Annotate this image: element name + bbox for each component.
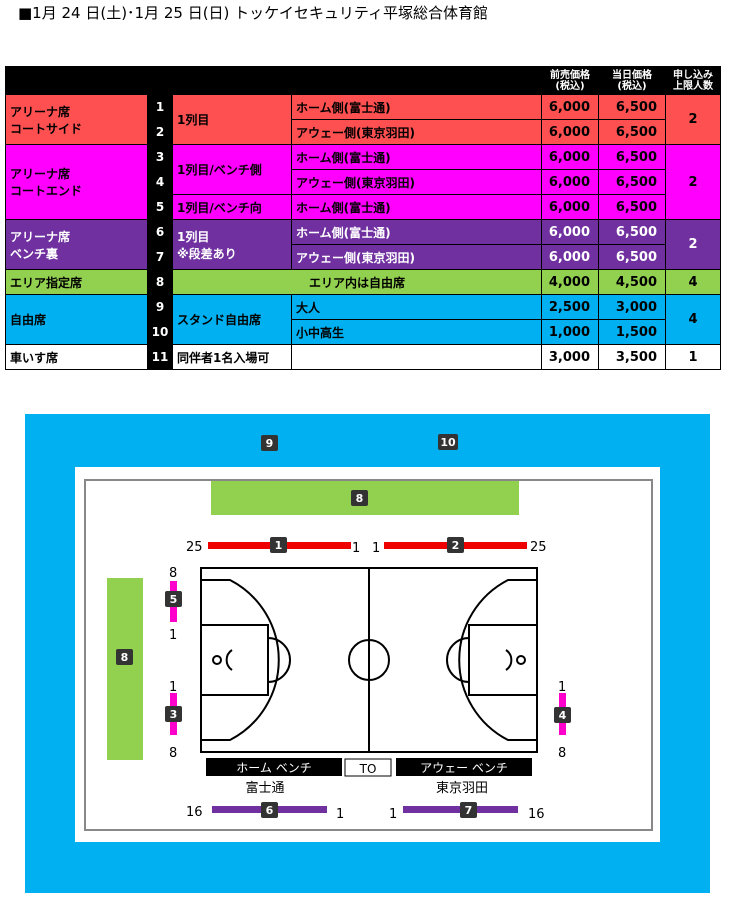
seat-name: 車いす席 [5, 344, 148, 370]
svg-text:1: 1 [169, 628, 177, 643]
svg-text:3: 3 [170, 708, 178, 721]
svg-text:25: 25 [186, 540, 203, 555]
presale-price: 6,000 [541, 244, 599, 270]
svg-text:5: 5 [170, 593, 178, 606]
svg-text:16: 16 [528, 807, 545, 822]
seat-desc: 同伴者1名入場可 [172, 344, 292, 370]
arena-outline [84, 479, 653, 831]
svg-text:ホーム ベンチ: ホーム ベンチ [236, 761, 311, 775]
dayof-price: 3,500 [598, 344, 666, 370]
table-officials [344, 758, 392, 777]
dayof-price: 4,500 [598, 269, 666, 295]
dayof-price: 6,500 [598, 144, 666, 170]
seat-price-table: 前売価格(税込) 当日価格(税込) 申し込み上限人数 アリーナ席コートサイド 1… [5, 66, 721, 370]
svg-text:2: 2 [452, 539, 460, 552]
presale-price: 1,000 [541, 319, 599, 345]
limit: 4 [665, 269, 721, 295]
svg-text:8: 8 [356, 492, 364, 505]
seat-number: 3 [147, 144, 173, 170]
basketball-court [200, 567, 538, 753]
seat-name: アリーナ席ベンチ裏 [5, 219, 148, 270]
seat-desc: スタンド自由席 [172, 294, 292, 345]
svg-text:6: 6 [266, 804, 274, 817]
arena-floor [75, 467, 660, 842]
svg-text:1: 1 [389, 807, 397, 822]
area-8-left [107, 578, 143, 760]
seat-side: 大人 [291, 294, 542, 320]
page-title: ■1月 24 日(土)･1月 25 日(日) トッケイセキュリティ平塚総合体育館 [18, 4, 488, 22]
seat-badge-9 [261, 435, 278, 451]
seat-desc: 1列目/ベンチ向 [172, 194, 292, 220]
seat-number: 6 [147, 219, 173, 245]
svg-text:東京羽田: 東京羽田 [436, 780, 488, 796]
svg-text:1: 1 [336, 807, 344, 822]
seat-number: 7 [147, 244, 173, 270]
presale-price: 6,000 [541, 194, 599, 220]
limit-header: 申し込み上限人数 [665, 66, 721, 95]
svg-text:1: 1 [558, 680, 566, 695]
presale-header: 前売価格(税込) [541, 66, 599, 95]
seat-desc: 1列目/ベンチ側 [172, 144, 292, 195]
seat-number: 4 [147, 169, 173, 195]
limit: 2 [665, 144, 721, 220]
svg-text:1: 1 [275, 539, 283, 552]
svg-text:TO: TO [359, 762, 377, 776]
table-row: アリーナ席コートサイド 1 1列目 ホーム側(富士通) 6,000 6,500 … [5, 94, 721, 145]
table-header: 前売価格(税込) 当日価格(税込) 申し込み上限人数 [5, 66, 721, 95]
svg-text:4: 4 [559, 709, 567, 722]
svg-text:7: 7 [465, 804, 473, 817]
svg-text:25: 25 [530, 540, 547, 555]
svg-text:1: 1 [372, 541, 380, 556]
seat-desc: 1列目 [172, 94, 292, 145]
svg-text:1: 1 [169, 680, 177, 695]
seat-name: アリーナ席コートサイド [5, 94, 148, 145]
svg-text:8: 8 [121, 651, 129, 664]
table-row: 車いす席 11 同伴者1名入場可 3,000 3,500 1 [5, 344, 721, 370]
table-row: アリーナ席コートエンド 3 1列目/ベンチ側 ホーム側(富士通) 6,000 6… [5, 144, 721, 220]
dayof-price: 1,500 [598, 319, 666, 345]
presale-price: 6,000 [541, 94, 599, 120]
dayof-price: 6,500 [598, 169, 666, 195]
svg-text:1: 1 [352, 541, 360, 556]
dayof-price: 6,500 [598, 119, 666, 145]
svg-text:富士通: 富士通 [245, 780, 284, 796]
svg-text:8: 8 [169, 746, 177, 761]
seat-side: ホーム側(富士通) [291, 194, 542, 220]
table-row: 自由席 9 スタンド自由席 大人 2,500 3,000 4 [5, 294, 721, 345]
limit: 4 [665, 294, 721, 345]
svg-text:8: 8 [169, 566, 177, 581]
seat-number: 9 [147, 294, 173, 320]
away-bench [396, 758, 532, 776]
seat-number: 11 [147, 344, 173, 370]
limit: 1 [665, 344, 721, 370]
seat-side: ホーム側(富士通) [291, 94, 542, 120]
svg-text:10: 10 [440, 436, 456, 449]
seat-badge-10 [438, 434, 458, 450]
svg-text:8: 8 [558, 746, 566, 761]
seat-number: 8 [147, 269, 173, 295]
seat-side: ホーム側(富士通) [291, 144, 542, 170]
seat-side: ホーム側(富士通) [291, 219, 542, 245]
seat-side: アウェー側(東京羽田) [291, 169, 542, 195]
home-bench [206, 758, 342, 776]
presale-price: 4,000 [541, 269, 599, 295]
limit: 2 [665, 219, 721, 270]
dayof-header: 当日価格(税込) [598, 66, 666, 95]
svg-text:9: 9 [266, 437, 274, 450]
seat-name: アリーナ席コートエンド [5, 144, 148, 220]
presale-price: 3,000 [541, 344, 599, 370]
seat-number: 10 [147, 319, 173, 345]
seat-number: 1 [147, 94, 173, 120]
svg-text:16: 16 [186, 805, 203, 820]
svg-text:アウェー ベンチ: アウェー ベンチ [420, 761, 508, 775]
